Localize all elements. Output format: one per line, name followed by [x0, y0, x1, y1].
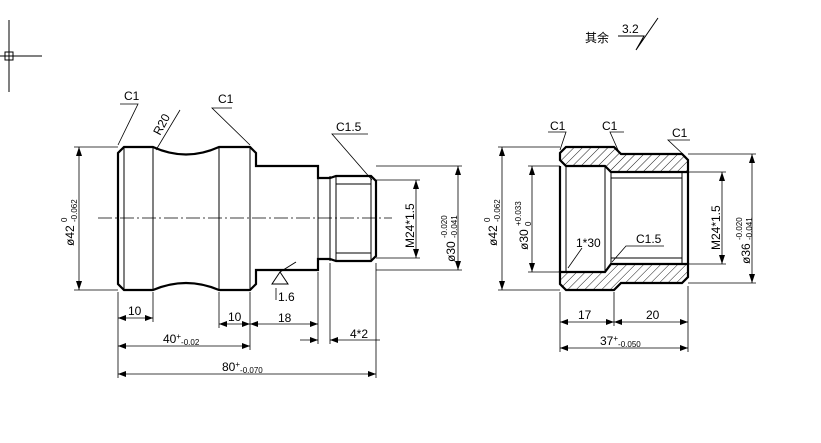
shaft-dim-80: 80+-0.070 [222, 360, 263, 375]
svg-text:ø30: ø30 [444, 241, 458, 262]
svg-text:ø36: ø36 [739, 243, 753, 264]
crosshair-cursor [0, 20, 42, 92]
shaft-dim-18: 18 [278, 311, 292, 325]
sleeve-dia-bore: ø30 +0.033 0 [514, 201, 533, 250]
sleeve-section-view: C1 C1 C1 1*30 C1.5 ø42 0 -0.062 ø30 +0.0… [483, 119, 756, 352]
sleeve-chamfer-left: C1 [550, 119, 566, 133]
svg-text:-0.020: -0.020 [735, 217, 744, 240]
svg-text:0: 0 [483, 217, 492, 222]
shaft-groove: 4*2 [350, 327, 368, 341]
sleeve-dim-37: 37+-0.050 [600, 334, 641, 349]
svg-text:-0.020: -0.020 [440, 215, 449, 238]
shaft-dia-main: ø42 0 -0.062 [60, 199, 79, 246]
finish-value: 3.2 [622, 22, 639, 36]
sleeve-chamfer-thread: C1.5 [636, 232, 662, 246]
sleeve-dia-36: ø36 -0.020 -0.041 [735, 217, 754, 264]
svg-text:0: 0 [524, 221, 533, 226]
shaft-outline [116, 145, 378, 292]
shaft-chamfer-mid: C1 [218, 92, 234, 106]
surface-finish-note: 其余 3.2 [585, 17, 659, 51]
shaft-dim-10a: 10 [128, 304, 142, 318]
sleeve-chamfer-mid: C1 [602, 119, 618, 133]
shaft-chamfer-left: C1 [124, 89, 140, 103]
shaft-roughness: 1.6 [278, 290, 295, 304]
shaft-radius: R20 [150, 111, 173, 137]
sleeve-dim-20: 20 [646, 308, 660, 322]
sleeve-chamfer-bore: 1*30 [576, 236, 601, 250]
svg-text:ø30: ø30 [517, 229, 531, 250]
shaft-view: C1 R20 C1 C1.5 ø42 0 -0.062 M24*1.5 ø [60, 89, 462, 378]
shaft-thread: M24*1.5 [403, 203, 417, 248]
shaft-dim-10b: 10 [228, 310, 242, 324]
finish-prefix: 其余 [585, 30, 609, 45]
svg-text:-0.062: -0.062 [70, 199, 79, 222]
svg-text:-0.041: -0.041 [745, 217, 754, 240]
sleeve-dia-outer: ø42 0 -0.062 [483, 199, 502, 246]
svg-text:-0.041: -0.041 [450, 215, 459, 238]
sleeve-dim-17: 17 [578, 308, 592, 322]
shaft-dia-30: ø30 -0.020 -0.041 [440, 215, 459, 262]
svg-text:+0.033: +0.033 [514, 201, 523, 226]
svg-text:ø42: ø42 [63, 225, 77, 246]
svg-text:0: 0 [60, 217, 69, 222]
shaft-chamfer-thread: C1.5 [336, 120, 362, 134]
svg-text:-0.062: -0.062 [493, 199, 502, 222]
svg-text:ø42: ø42 [486, 225, 500, 246]
sleeve-thread: M24*1.5 [709, 205, 723, 250]
sleeve-chamfer-right: C1 [672, 126, 688, 140]
shaft-dim-40: 40+-0.02 [163, 332, 200, 347]
